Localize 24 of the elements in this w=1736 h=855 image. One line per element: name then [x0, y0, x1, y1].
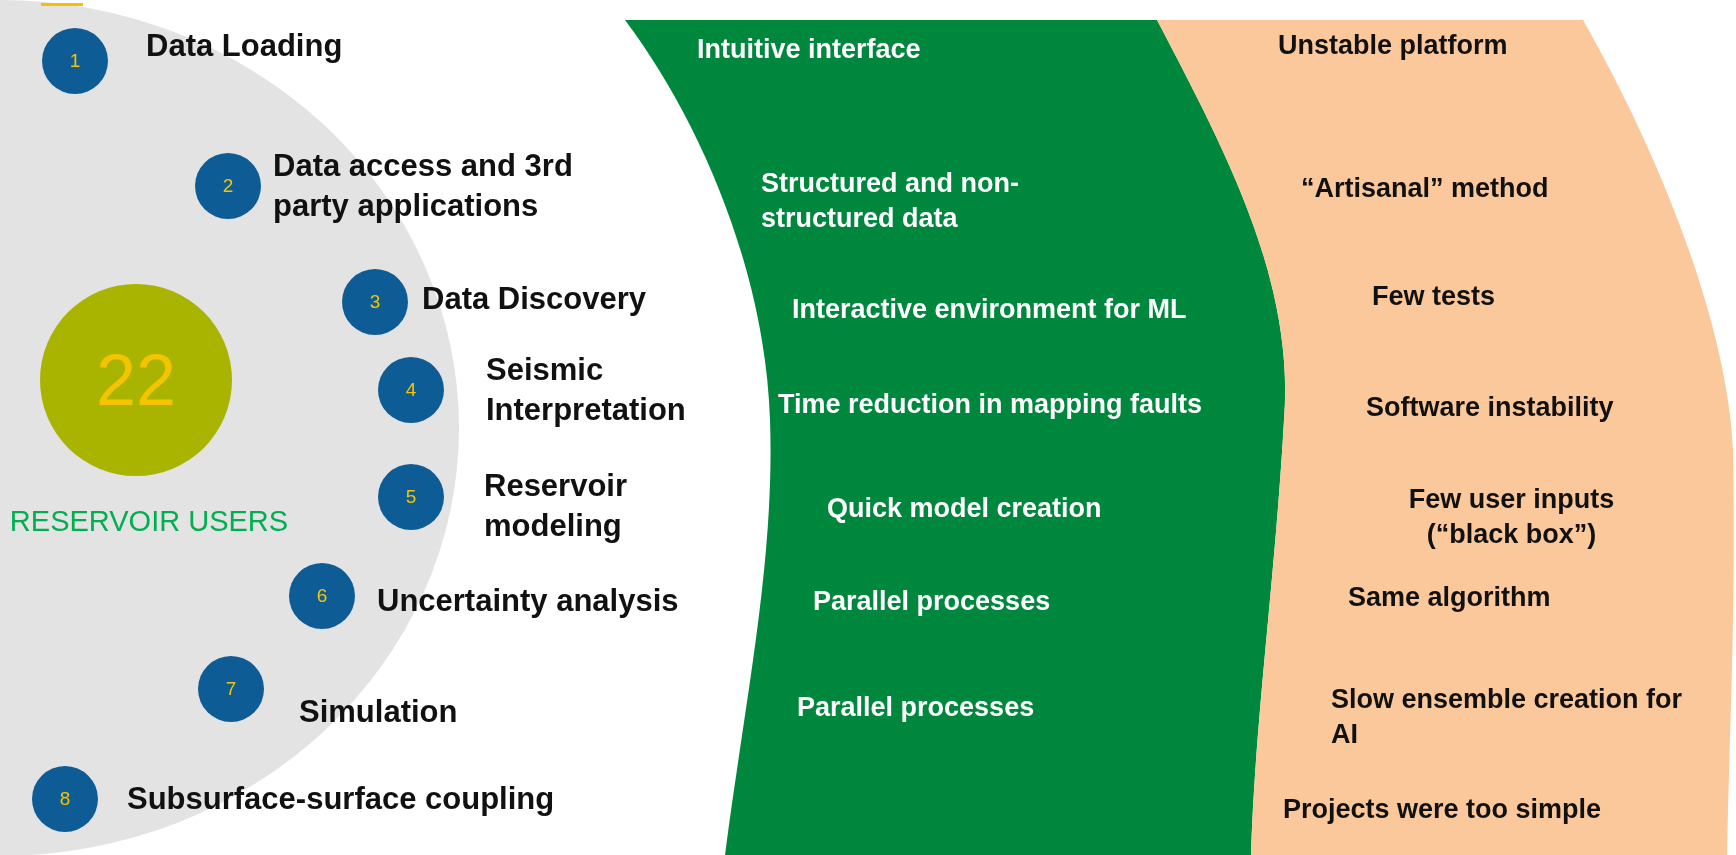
issue-text: Few tests: [1372, 280, 1497, 314]
issue-text: “Artisanal” method: [1301, 172, 1550, 206]
issue-text: Slow ensemble creation for AI: [1331, 682, 1684, 751]
step-label: Uncertainty analysis: [377, 581, 680, 620]
step-label: Simulation: [299, 692, 459, 731]
circle-caption: RESERVOIR USERS: [9, 504, 289, 540]
step-label: Reservoir modeling: [484, 466, 629, 545]
issue-text: Software instability: [1366, 391, 1615, 425]
issue-text: Few user inputs (“black box”): [1407, 482, 1616, 551]
benefit-text: Quick model creation: [827, 492, 1103, 526]
benefit-text: Parallel processes: [797, 691, 1036, 725]
step-label: Data Loading: [146, 26, 344, 65]
benefit-text: Interactive environment for ML: [792, 293, 1188, 327]
benefit-text: Intuitive interface: [697, 33, 922, 67]
benefit-text: Structured and non-structured data: [761, 166, 1020, 235]
issue-text: Unstable platform: [1278, 29, 1509, 63]
benefit-text: Time reduction in mapping faults: [778, 388, 1204, 422]
step-label: Subsurface-surface coupling: [127, 779, 556, 818]
benefit-text: Parallel processes: [813, 585, 1052, 619]
step-label: Data Discovery: [422, 279, 647, 318]
issue-text: Same algorithm: [1348, 581, 1552, 615]
issue-text: Projects were too simple: [1283, 793, 1603, 827]
step-label: Data access and 3rd party applications: [273, 146, 574, 225]
step-label: Seismic Interpretation: [486, 350, 687, 429]
